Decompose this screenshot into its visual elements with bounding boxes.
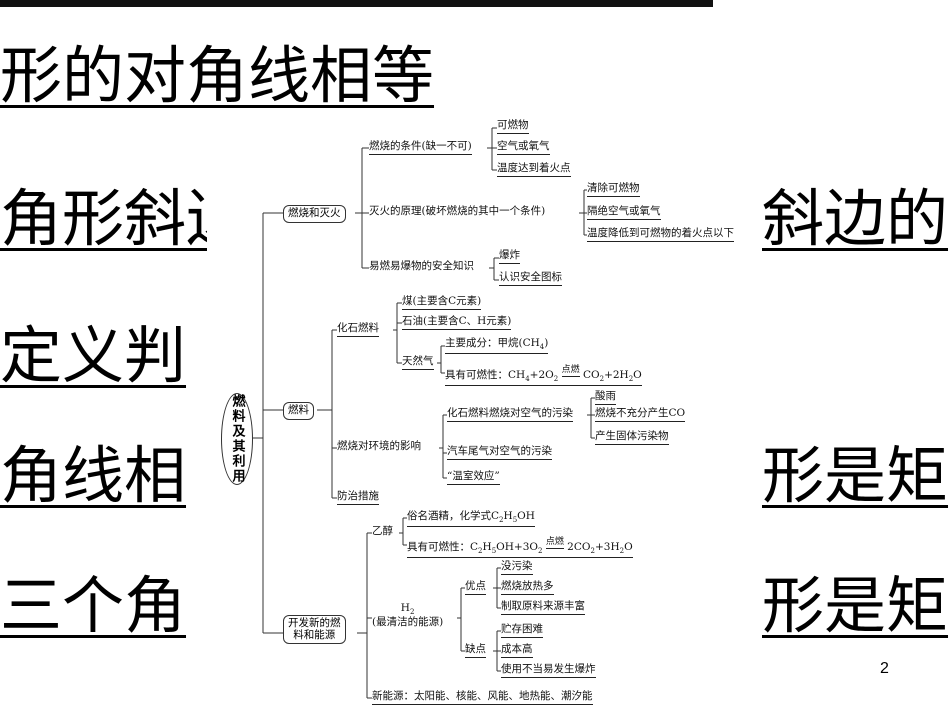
fossil-pollution: 化石燃料燃烧对空气的污染 <box>447 407 573 422</box>
extinguish-item: 清除可燃物 <box>587 182 640 197</box>
pollution-item: 燃烧不充分产生CO <box>595 407 686 422</box>
disadvantage-item: 贮存困难 <box>501 623 543 638</box>
extinguish-item: 隔绝空气或氧气 <box>587 205 661 220</box>
bg-line-4: 角线相 <box>0 439 187 512</box>
branch-combustion: 燃烧和灭火 <box>283 205 346 223</box>
bg-line-5: 三个角 <box>0 569 187 642</box>
hydrogen: H2(最清洁的能源) <box>372 602 444 628</box>
combustion-conditions: 燃烧的条件(缺一不可) <box>369 140 472 155</box>
advantage-item: 制取原料来源丰富 <box>501 600 585 615</box>
safety-knowledge: 易燃易爆物的安全知识 <box>369 260 474 272</box>
condition-item: 温度达到着火点 <box>497 162 571 177</box>
ethanol-combustion: 具有可燃性：C2H5OH+3O2 点燃 2CO2+3H2O <box>407 537 633 558</box>
connector-lines <box>251 127 595 699</box>
safety-item: 爆炸 <box>499 249 520 264</box>
coal: 煤(主要含C元素) <box>402 295 482 310</box>
top-bar <box>0 0 713 7</box>
branch-fuel: 燃料 <box>283 402 314 420</box>
prevention-measures: 防治措施 <box>337 490 379 505</box>
disadvantage-item: 使用不当易发生爆炸 <box>501 663 596 678</box>
condition-item: 空气或氧气 <box>497 140 550 155</box>
extinguish-item: 温度降低到可燃物的着火点以下 <box>587 227 734 242</box>
gas-combustion-equation: 具有可燃性：CH4+2O2 点燃 CO2+2H2O <box>445 365 642 386</box>
gas-main-component: 主要成分：甲烷(CH4) <box>445 337 549 354</box>
safety-item: 认识安全图标 <box>499 271 562 286</box>
disadvantage-item: 成本高 <box>501 643 533 658</box>
car-exhaust: 汽车尾气对空气的污染 <box>447 445 552 460</box>
bg-line-2: 角形斜边 <box>0 182 249 255</box>
disadvantages: 缺点 <box>465 643 486 658</box>
branch-new-energy: 开发新的燃料和能源 <box>283 615 346 645</box>
advantages: 优点 <box>465 580 486 595</box>
natural-gas: 天然气 <box>402 355 434 370</box>
bg-line-3: 定义判 <box>0 319 187 392</box>
root-node: 燃料及其利用 <box>221 393 253 485</box>
fossil-fuel: 化石燃料 <box>337 322 379 337</box>
page-number: 2 <box>880 660 889 677</box>
bg-line-1: 形的对角线相等 <box>0 39 435 112</box>
bg-line-6: 斜边的 <box>762 182 949 255</box>
ethanol-formula: 俗名酒精，化学式C2H5OH <box>407 510 535 527</box>
new-energy-list: 新能源：太阳能、核能、风能、地热能、潮汐能 <box>372 690 593 705</box>
bg-line-8: 形是矩 <box>762 569 949 642</box>
condition-item: 可燃物 <box>497 119 529 134</box>
extinguish-principle: 灭火的原理(破坏燃烧的其中一个条件) <box>369 205 546 217</box>
advantage-item: 燃烧放热多 <box>501 580 554 595</box>
pollution-item: 酸雨 <box>595 390 616 405</box>
concept-map: 燃料及其利用 燃烧和灭火 燃烧的条件(缺一不可) 可燃物 空气或氧气 温度达到着… <box>207 108 762 713</box>
ethanol: 乙醇 <box>372 525 393 537</box>
greenhouse-effect: “温室效应” <box>447 470 500 485</box>
pollution-item: 产生固体污染物 <box>595 430 669 445</box>
oil: 石油(主要含C、H元素) <box>402 315 512 330</box>
advantage-item: 没污染 <box>501 560 533 575</box>
bg-line-7: 形是矩 <box>762 439 949 512</box>
environment-impact: 燃烧对环境的影响 <box>337 440 421 452</box>
